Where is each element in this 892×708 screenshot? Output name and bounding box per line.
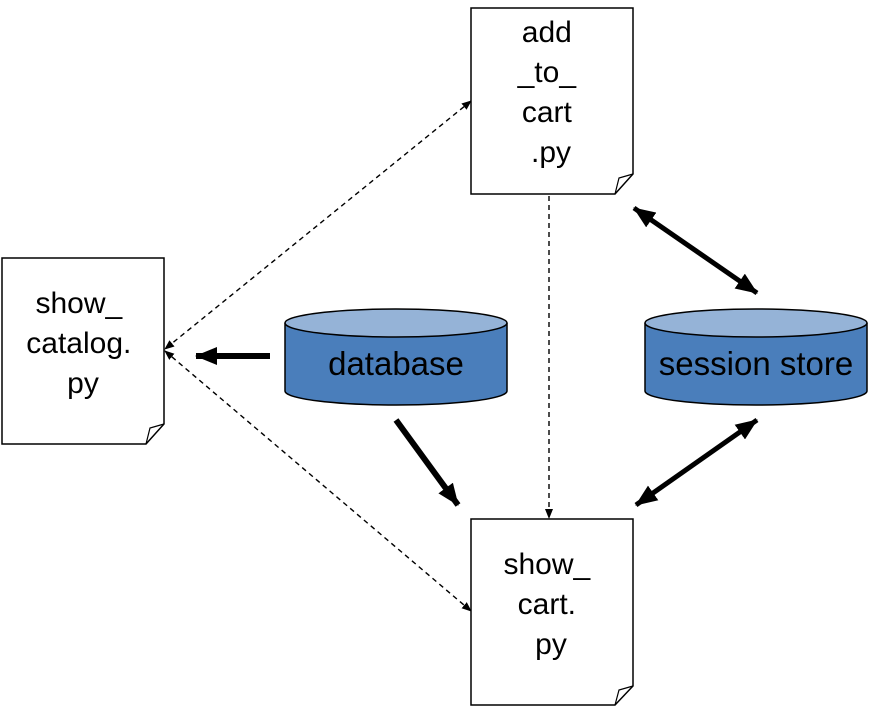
document-fold (614, 173, 634, 195)
document-show-cart: show_ cart. py (470, 518, 634, 706)
label-line: cart (522, 96, 573, 129)
document-shape (470, 518, 634, 706)
cylinder-body (284, 323, 508, 406)
document-shape (470, 7, 634, 195)
cylinder-top (284, 308, 508, 338)
label-line: py (67, 367, 99, 400)
dashed-arrow-show-catalog-show-cart (164, 350, 472, 612)
arrow-session-store-show-cart (634, 417, 759, 508)
label-line: catalog. (26, 327, 131, 360)
label-line: add (522, 16, 572, 49)
label-line: _to_ (517, 56, 578, 89)
cylinder-label: database (328, 345, 464, 382)
label-line: py (535, 628, 567, 661)
document-fold (614, 685, 634, 706)
cylinder-body (644, 323, 868, 406)
arrow-database-show-cart (393, 418, 461, 507)
cylinder-label: session store (659, 345, 853, 382)
connections (164, 100, 759, 612)
cylinder-session-store: session store (644, 308, 868, 406)
document-label: show_ cart. py (503, 548, 598, 661)
document-show-catalog: show_ catalog. py (1, 257, 165, 445)
label-line: show_ (35, 287, 123, 320)
label-line: .py (531, 136, 571, 169)
arrow-add-to-cart-session-store (632, 205, 759, 296)
label-line: show_ (503, 548, 591, 581)
document-shape (1, 257, 165, 445)
cylinder-database: database (284, 308, 508, 406)
document-label: show_ catalog. py (26, 287, 139, 400)
label-line: cart. (518, 588, 576, 621)
document-fold (145, 423, 165, 445)
document-add-to-cart: add _to_ cart .py (470, 7, 634, 195)
document-label: add _to_ cart .py (517, 16, 585, 169)
dashed-arrow-add-to-cart-show-catalog (164, 100, 472, 350)
cylinder-top (644, 308, 868, 338)
